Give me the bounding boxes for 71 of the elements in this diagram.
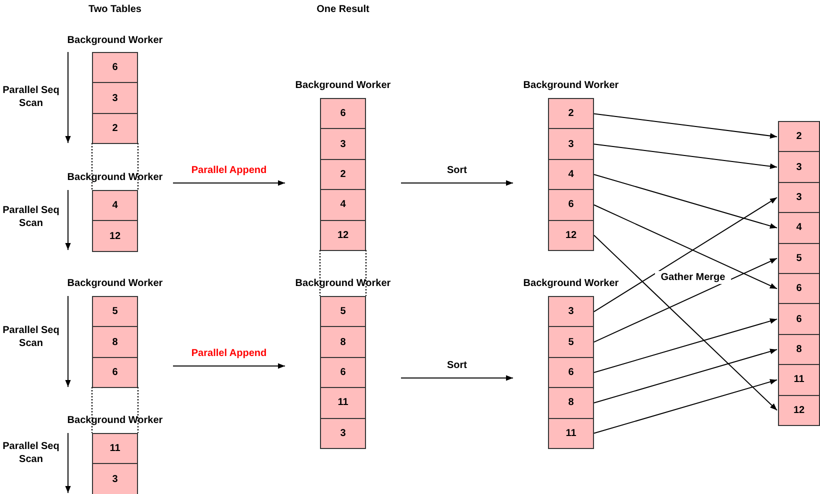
- value-cell: 6: [778, 303, 820, 335]
- value-cell: 5: [92, 296, 138, 328]
- value-cell: 2: [320, 158, 366, 190]
- arrow: [172, 363, 286, 369]
- value-cell: 6: [548, 356, 594, 388]
- value-cell: 4: [548, 158, 594, 190]
- edge-label: Parallel Append: [191, 165, 267, 177]
- value-cell: 6: [548, 189, 594, 221]
- scan-label: Parallel Seq Scan: [2, 84, 60, 110]
- arrow: [594, 174, 778, 229]
- value-cell: 4: [320, 189, 366, 221]
- scan-label: Parallel Seq Scan: [2, 440, 60, 466]
- value-cell: 6: [778, 273, 820, 304]
- worker-heading: Background Worker: [522, 80, 620, 92]
- value-cell: 11: [92, 433, 138, 464]
- scan-label: Parallel Seq Scan: [2, 324, 60, 350]
- worker-heading: Background Worker: [66, 172, 164, 184]
- value-cell: 4: [778, 212, 820, 244]
- scan-label: Parallel Seq Scan: [2, 204, 60, 230]
- value-cell: 2: [548, 98, 594, 130]
- arrow: [594, 379, 778, 434]
- value-cell: 5: [548, 326, 594, 358]
- value-cell: 3: [778, 151, 820, 183]
- worker-heading: Background Worker: [522, 278, 620, 290]
- value-cell: 2: [778, 121, 820, 152]
- arrow: [594, 197, 778, 312]
- arrow: [594, 204, 778, 290]
- value-cell: 2: [92, 112, 138, 144]
- value-cell: 4: [92, 190, 138, 222]
- arrow: [594, 113, 778, 139]
- worker-heading: Background Worker: [294, 278, 392, 290]
- column-title: One Result: [316, 3, 370, 16]
- worker-heading: Background Worker: [66, 415, 164, 427]
- worker-heading: Background Worker: [66, 278, 164, 290]
- arrow: [400, 375, 514, 381]
- value-cell: 5: [778, 242, 820, 274]
- arrow: [400, 180, 514, 186]
- arrow: [172, 180, 286, 186]
- value-cell: 6: [92, 52, 138, 84]
- arrow: [594, 318, 778, 373]
- arrow: [594, 234, 778, 411]
- arrow: [594, 144, 778, 169]
- value-cell: 3: [92, 463, 138, 494]
- value-cell: 3: [320, 128, 366, 160]
- value-cell: 3: [548, 128, 594, 160]
- value-cell: 5: [320, 296, 366, 328]
- column-title: Two Tables: [88, 3, 142, 16]
- worker-heading: Background Worker: [66, 35, 164, 47]
- value-cell: 8: [92, 326, 138, 358]
- value-cell: 11: [320, 387, 366, 419]
- value-cell: 11: [778, 364, 820, 396]
- arrow: [594, 258, 778, 343]
- arrow: [594, 348, 778, 404]
- value-cell: 12: [320, 220, 366, 251]
- merge-label: Gather Merge: [655, 271, 731, 284]
- value-cell: 8: [320, 326, 366, 358]
- value-cell: 6: [92, 356, 138, 388]
- worker-heading: Background Worker: [294, 80, 392, 92]
- value-cell: 3: [92, 82, 138, 114]
- value-cell: 12: [778, 394, 820, 426]
- value-cell: 12: [92, 220, 138, 252]
- value-cell: 3: [548, 296, 594, 328]
- value-cell: 6: [320, 98, 366, 130]
- value-cell: 12: [548, 220, 594, 251]
- value-cell: 6: [320, 356, 366, 388]
- edge-label: Parallel Append: [191, 348, 267, 360]
- value-cell: 11: [548, 418, 594, 449]
- value-cell: 8: [778, 334, 820, 366]
- value-cell: 8: [548, 387, 594, 419]
- value-cell: 3: [320, 418, 366, 449]
- value-cell: 3: [778, 182, 820, 214]
